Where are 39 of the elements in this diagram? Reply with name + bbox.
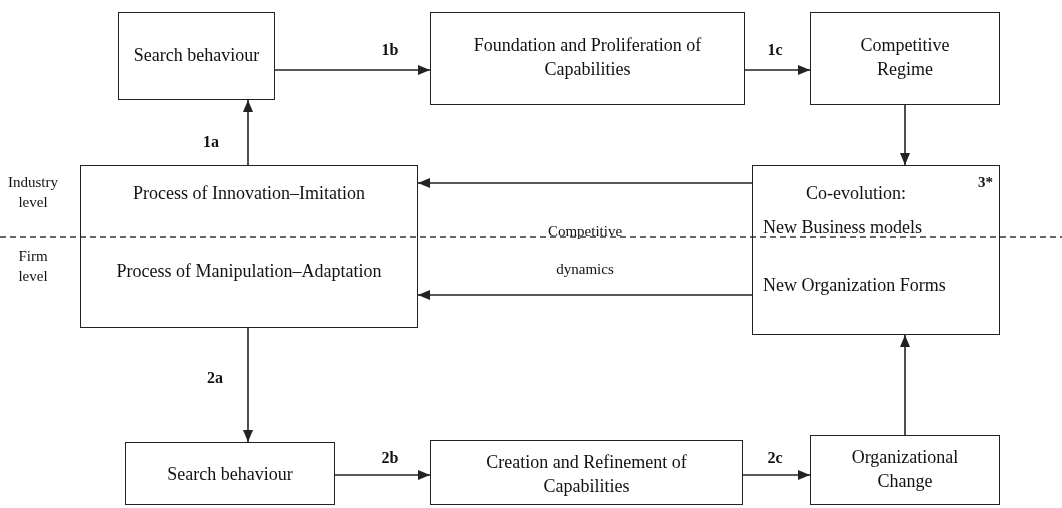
process-box bbox=[810, 12, 1000, 105]
arrow bbox=[417, 178, 753, 188]
edge-label: 2b bbox=[380, 448, 400, 468]
level-label: Industry level bbox=[7, 173, 59, 212]
node-label: Process of Manipulation–Adaptation bbox=[115, 260, 383, 283]
process-box bbox=[810, 435, 1000, 505]
edge-label: 1a bbox=[202, 132, 220, 152]
node-label: Creation and Refinement of Capabilities bbox=[485, 451, 688, 498]
arrow bbox=[900, 334, 910, 436]
arrow bbox=[900, 104, 910, 166]
edge-label: 1b bbox=[380, 40, 400, 60]
node-label: Search behaviour bbox=[132, 44, 261, 67]
edge-label: 1c bbox=[766, 40, 784, 60]
process-box bbox=[430, 12, 745, 105]
process-box bbox=[125, 442, 335, 505]
node-label: Co-evolution: bbox=[805, 182, 907, 205]
node-label: New Business models bbox=[763, 216, 923, 239]
process-box bbox=[118, 12, 275, 100]
edge-label: Competitive dynamics bbox=[546, 222, 624, 279]
process-box bbox=[430, 440, 743, 505]
arrow bbox=[334, 470, 431, 480]
node-label: Search behaviour bbox=[166, 463, 294, 486]
process-box bbox=[80, 165, 418, 328]
callout-number: 3* bbox=[977, 173, 993, 192]
edge-label: 2c bbox=[766, 448, 784, 468]
node-label: New Organization Forms bbox=[763, 274, 947, 297]
node-label: Process of Innovation–Imitation bbox=[132, 182, 366, 205]
node-label: Organizational Change bbox=[850, 446, 960, 493]
node-label: Foundation and Proliferation of Capabilities bbox=[472, 34, 703, 81]
arrow bbox=[274, 65, 431, 75]
arrow bbox=[742, 470, 811, 480]
arrow bbox=[744, 65, 811, 75]
arrow bbox=[243, 327, 253, 443]
arrow bbox=[243, 99, 253, 166]
edge-label: 2a bbox=[206, 368, 224, 388]
level-label: Firm level bbox=[17, 247, 49, 286]
process-box bbox=[752, 165, 1000, 335]
node-label: Competitive Regime bbox=[859, 34, 951, 81]
arrow bbox=[417, 290, 753, 300]
